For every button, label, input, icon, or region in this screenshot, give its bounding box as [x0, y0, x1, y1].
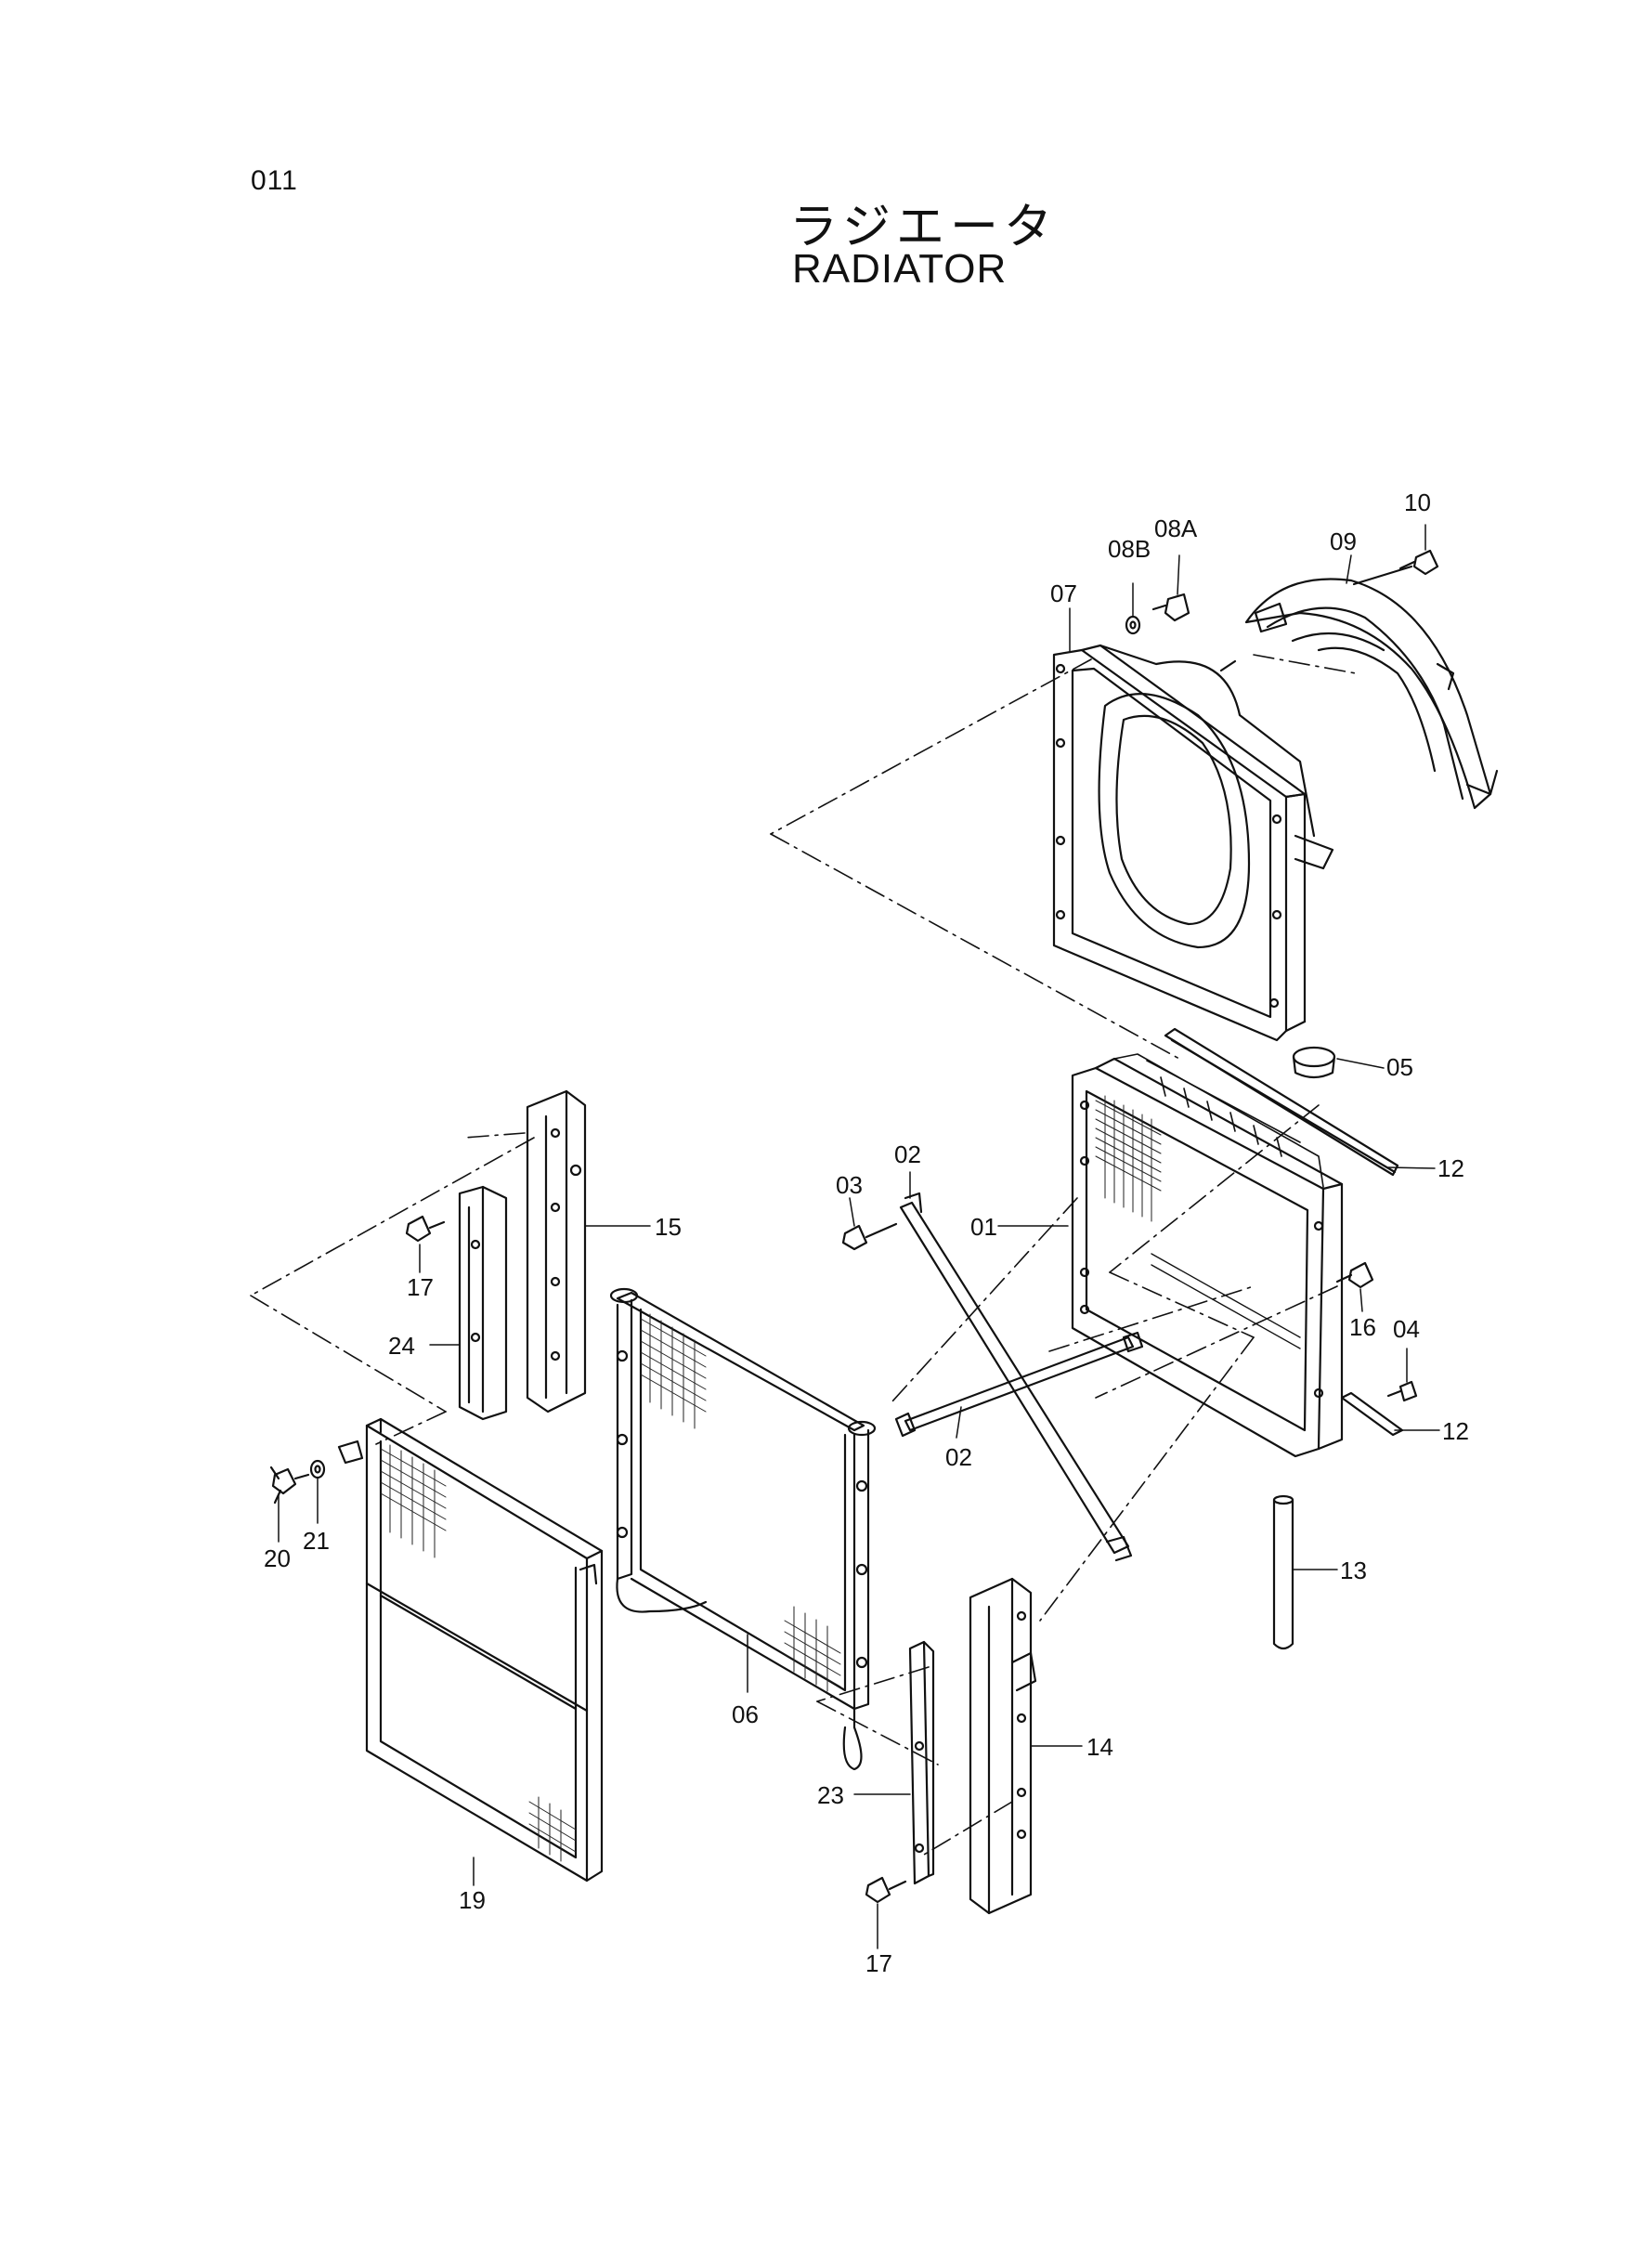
bracket-part-15 — [526, 1089, 587, 1414]
pipe-part-13 — [1272, 1494, 1294, 1650]
bolt-part-17-lower — [865, 1876, 907, 1904]
bolt-part-03 — [841, 1222, 898, 1251]
page-title: RADIATOR — [792, 246, 1008, 292]
fan-guard-part-09 — [1244, 565, 1499, 810]
screen-part-19 — [337, 1417, 604, 1883]
callout-13: 13 — [1340, 1557, 1367, 1584]
callout-06: 06 — [732, 1700, 759, 1728]
bracket-part-23 — [908, 1640, 935, 1885]
stay-part-02-horizontal — [894, 1331, 1144, 1438]
callout-23: 23 — [817, 1781, 844, 1809]
seal-part-12-lower — [1340, 1391, 1404, 1437]
callout-21: 21 — [303, 1527, 330, 1555]
callout-20: 20 — [264, 1544, 291, 1572]
callout-08b: 08B — [1108, 535, 1151, 563]
bolt-part-16 — [1335, 1261, 1374, 1289]
callout-16: 16 — [1349, 1313, 1376, 1341]
clip-part-04 — [1386, 1380, 1418, 1402]
callout-10: 10 — [1404, 489, 1431, 516]
callout-07: 07 — [1050, 580, 1077, 607]
radiator-core-mesh — [1095, 1095, 1162, 1222]
callout-03: 03 — [836, 1171, 863, 1199]
bolt-part-17-upper — [405, 1215, 446, 1243]
callout-24: 24 — [388, 1332, 415, 1360]
callout-02a: 02 — [894, 1140, 921, 1168]
callout-12b: 12 — [1442, 1417, 1469, 1445]
callout-05: 05 — [1386, 1053, 1413, 1081]
callout-15: 15 — [655, 1213, 682, 1241]
assembly-lines — [250, 654, 1357, 1858]
callout-12a: 12 — [1437, 1154, 1464, 1182]
bracket-part-14 — [969, 1577, 1037, 1915]
screen-mesh — [380, 1444, 577, 1862]
callout-01: 01 — [970, 1213, 997, 1241]
washer-part-08b — [1125, 615, 1141, 635]
callout-19: 19 — [459, 1886, 486, 1914]
page-title-japanese: ラジエータ — [789, 200, 1058, 255]
radiator-cap-part-05 — [1292, 1046, 1336, 1079]
bolt-part-08a — [1151, 593, 1190, 622]
wing-bolt-part-20 — [269, 1466, 310, 1505]
page-number: 011 — [251, 165, 298, 196]
leader-lines — [278, 524, 1440, 1949]
seal-part-12-upper — [1164, 1027, 1399, 1177]
washer-part-21 — [309, 1459, 326, 1479]
callout-09: 09 — [1330, 528, 1357, 555]
stay-part-02-diagonal — [899, 1192, 1133, 1562]
callout-04: 04 — [1393, 1315, 1420, 1343]
callout-17a: 17 — [407, 1273, 434, 1301]
callout-14: 14 — [1086, 1733, 1113, 1761]
oil-cooler-mesh — [640, 1313, 841, 1692]
callout-08a: 08A — [1154, 515, 1198, 542]
radiator-core-part-01 — [1071, 1053, 1344, 1458]
callout-02b: 02 — [945, 1443, 972, 1471]
callout-17b: 17 — [865, 1949, 892, 1977]
fan-shroud-part-07 — [1052, 644, 1334, 1042]
bracket-part-24 — [458, 1185, 508, 1421]
bolt-part-10 — [1398, 549, 1439, 576]
oil-cooler-part-06 — [609, 1287, 877, 1771]
